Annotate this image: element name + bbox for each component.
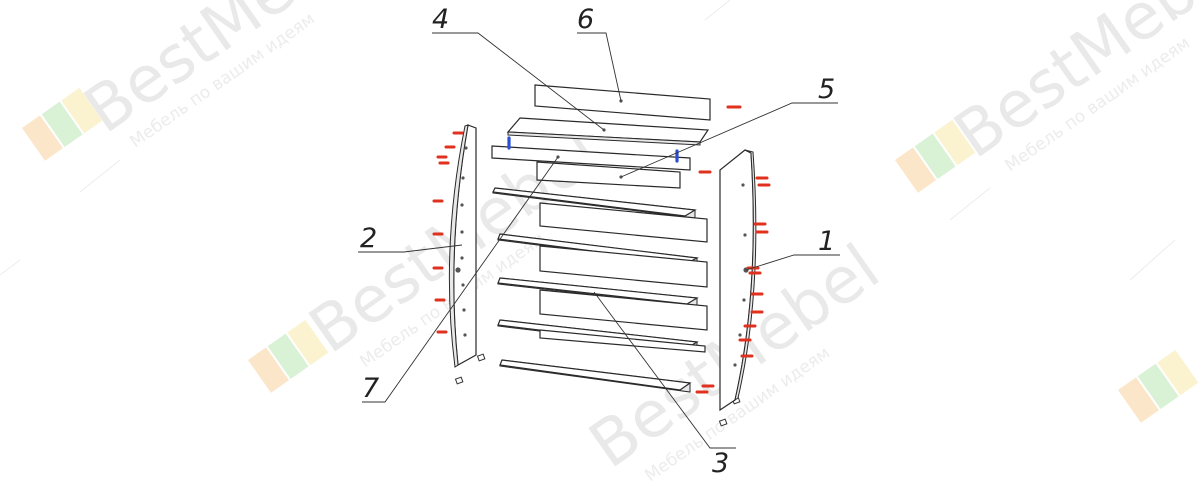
watermark-logo [248, 319, 329, 393]
callout-leaders [358, 32, 840, 449]
leg-caps [454, 353, 741, 427]
shelves-stack [492, 187, 708, 393]
callout-part-4: 4 [432, 4, 449, 35]
watermark-logo [895, 119, 976, 193]
left-side-panel [448, 124, 477, 368]
callout-part-5: 5 [818, 74, 835, 105]
back-board-upper [536, 161, 681, 189]
right-side-panel [719, 149, 757, 412]
top-panel [506, 117, 710, 146]
callout-part-3: 3 [712, 448, 729, 479]
watermark-logo [22, 87, 103, 161]
right-fasteners [695, 176, 771, 394]
watermark-logo [1118, 349, 1199, 423]
callout-part-6: 6 [577, 4, 594, 35]
callout-part-2: 2 [360, 223, 377, 254]
left-fasteners [432, 131, 464, 334]
panel-holes [455, 146, 468, 337]
top-back-board [534, 84, 711, 121]
watermark-brand: BestMebel [942, 0, 1200, 173]
callout-part-7: 7 [362, 373, 379, 404]
callout-part-1: 1 [818, 226, 835, 257]
